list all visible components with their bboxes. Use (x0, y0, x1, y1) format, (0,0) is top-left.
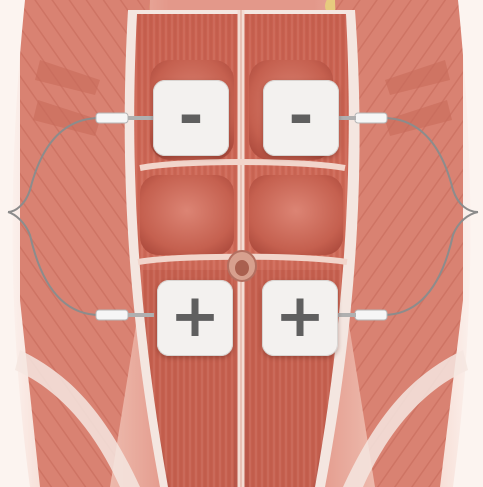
electrode-pad-bottom-right: + (262, 280, 338, 356)
minus-icon: - (289, 86, 314, 146)
plus-icon: + (170, 286, 220, 346)
electrode-pad-bottom-left: + (157, 280, 233, 356)
electrode-pad-top-left: - (153, 80, 229, 156)
minus-icon: - (179, 86, 204, 146)
electrode-pad-top-right: - (263, 80, 339, 156)
plus-icon: + (275, 286, 325, 346)
